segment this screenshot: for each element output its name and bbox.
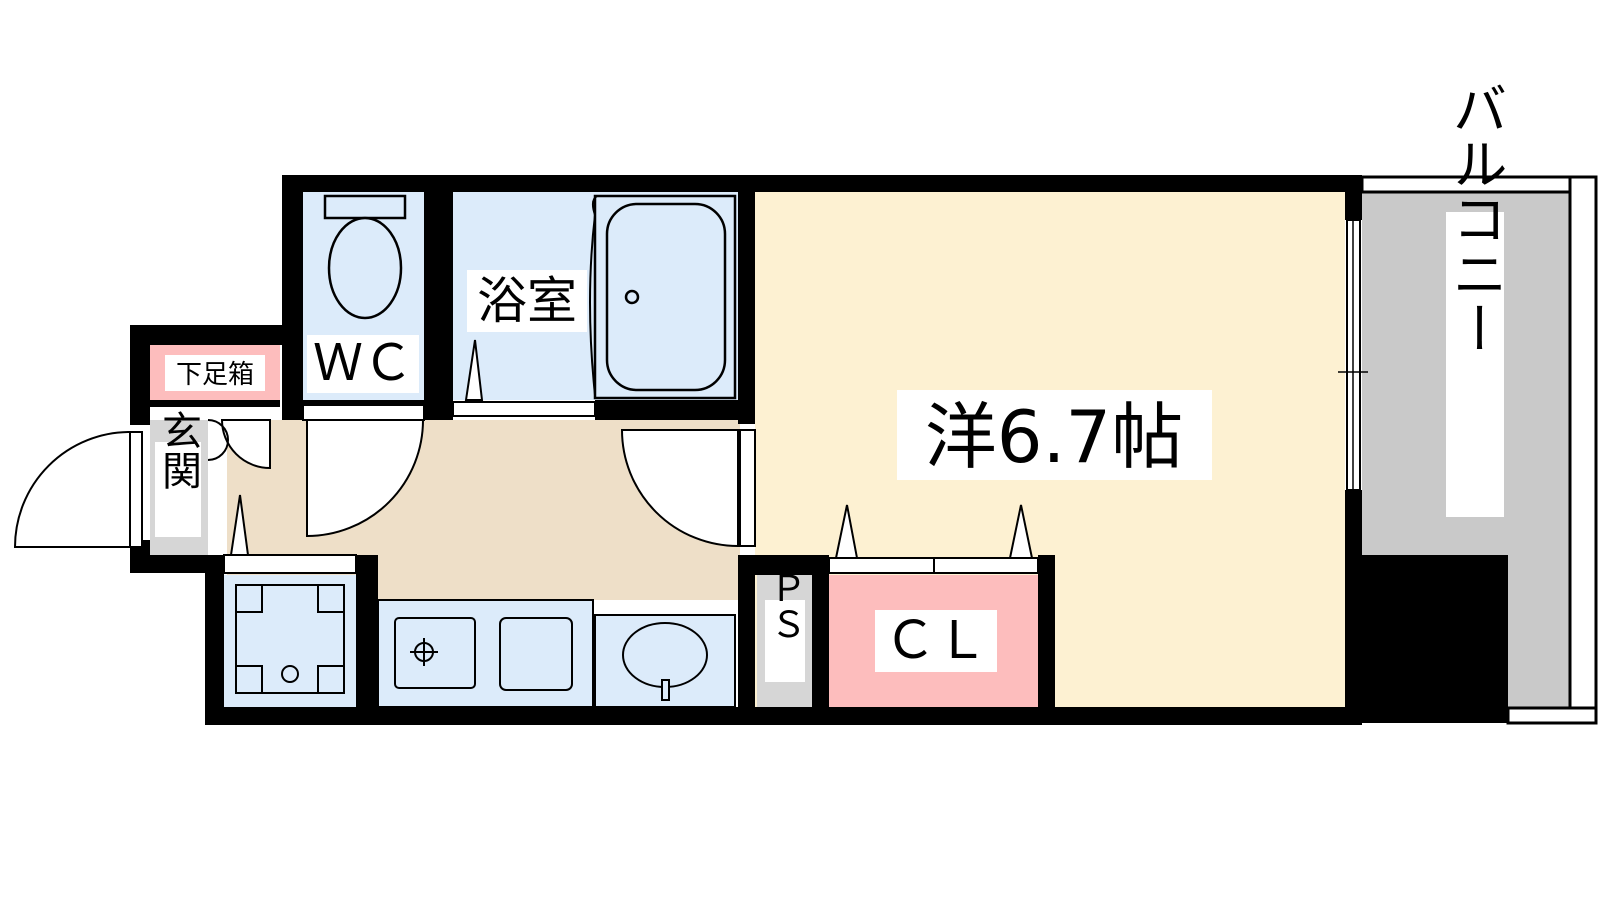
- pipe-space-label: ＰＳ: [765, 570, 806, 642]
- bath-sliding-door: [452, 339, 596, 417]
- pipe-space-label-bg: [765, 600, 805, 682]
- entrance-door: [13, 430, 143, 548]
- balcony-label: バルコニー: [1443, 81, 1507, 356]
- sink-icon: [499, 617, 573, 691]
- stove-icon: [394, 617, 476, 689]
- balcony-railing-bottom: [1506, 706, 1598, 725]
- bathroom-label: 浴室: [477, 272, 577, 330]
- room-door: [620, 429, 756, 548]
- bath-folding-door: [589, 195, 598, 396]
- shoe-box-label: 下足箱: [176, 360, 254, 390]
- balcony-label-bg: [1446, 212, 1504, 517]
- toilet-label: ＷＣ: [313, 334, 413, 392]
- western-room-label: 洋6.7帖: [925, 395, 1184, 479]
- closet-doors: [828, 504, 1039, 574]
- toilet-door: [302, 404, 425, 538]
- closet-label: ＣＬ: [884, 611, 988, 671]
- laundry-floor: [224, 575, 356, 707]
- shoe-box-label-bg: [165, 355, 265, 391]
- western-room-label-bg: [897, 390, 1212, 480]
- balcony-black-block: [1345, 555, 1508, 723]
- balcony-railing-right: [1568, 175, 1598, 725]
- walls: [130, 175, 1362, 725]
- washing-machine-pan-icon: [235, 584, 345, 694]
- entrance-inner-door: [207, 419, 271, 470]
- washbasin-icon: [622, 622, 708, 701]
- bathtub-icon: [593, 194, 737, 400]
- entrance-label-bg: [155, 442, 201, 537]
- toilet-fixture-icon: [323, 194, 407, 320]
- closet-label-bg: [875, 610, 997, 672]
- laundry-opening: [223, 494, 357, 574]
- entrance-label: 玄関: [155, 410, 201, 490]
- bathroom-label-bg: [467, 270, 587, 332]
- toilet-label-bg: [307, 335, 419, 393]
